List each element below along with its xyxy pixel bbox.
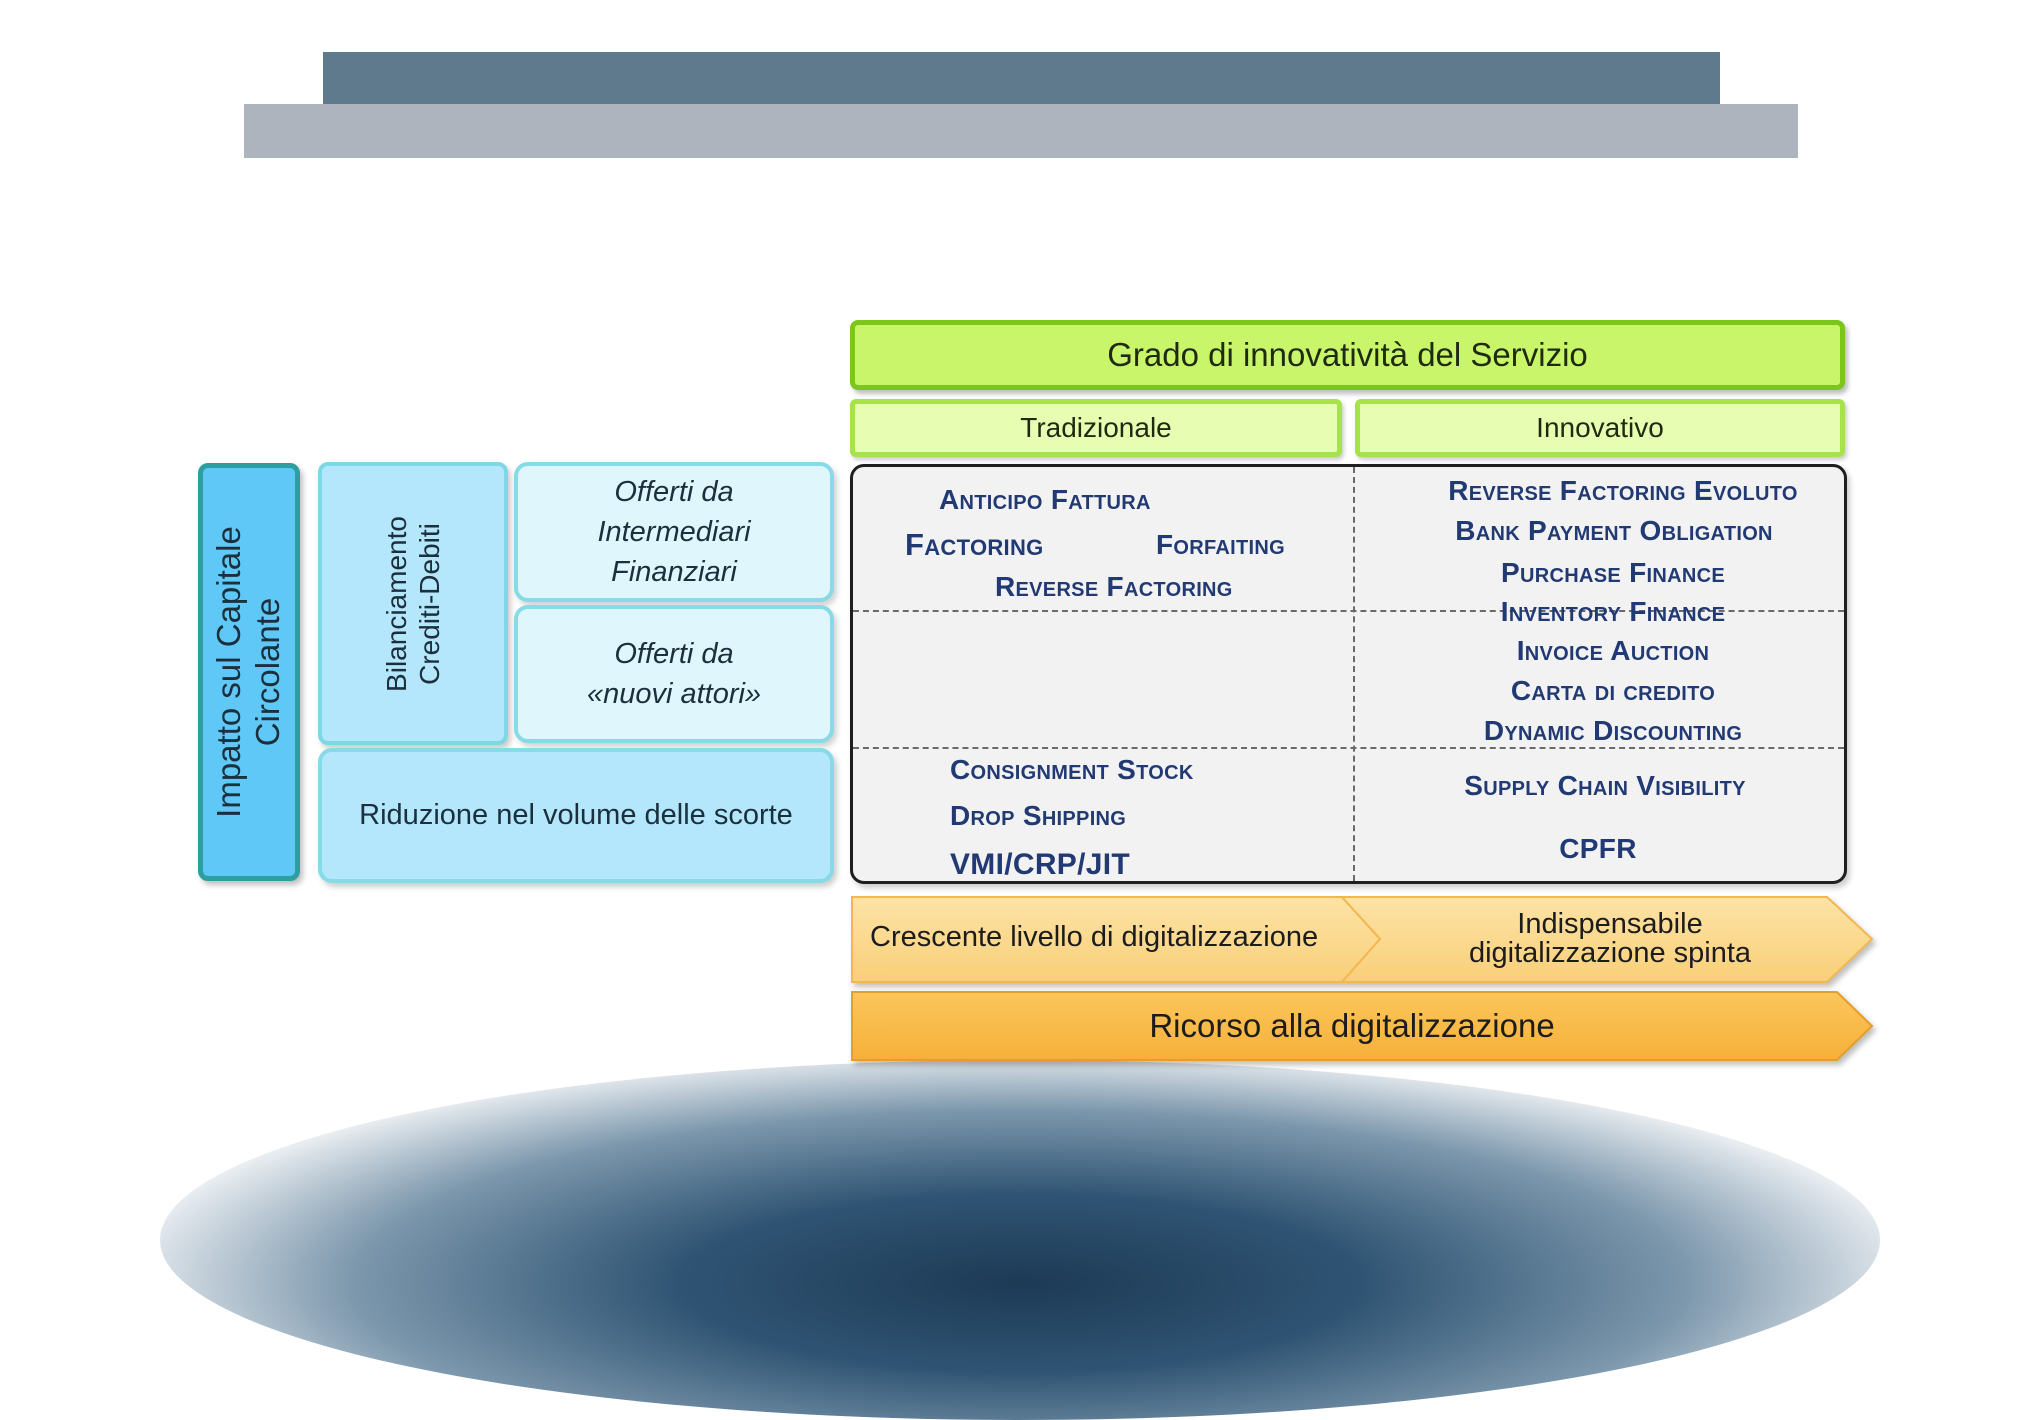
- service-inventory-finance: Inventory Finance: [1500, 596, 1726, 627]
- matrix-column-divider: [1353, 467, 1355, 881]
- service-dynamic-discounting: Dynamic Discounting: [1483, 715, 1743, 746]
- service-factoring: Factoring: [905, 527, 1044, 562]
- service-purchase-finance: Purchase Finance: [1501, 557, 1725, 588]
- credit-debit-balance-block: Bilanciamento Crediti-Debiti: [318, 462, 508, 745]
- balance-line-2: Crediti-Debiti: [414, 522, 445, 685]
- title-bar-top: [323, 52, 1720, 106]
- growing-digitalization-label: Crescente livello di digitalizzazione: [870, 921, 1319, 953]
- impact-line-2: Circolante: [249, 597, 286, 747]
- innovation-degree-title: Grado di innovatività del Servizio: [1107, 336, 1588, 373]
- background-glow: [160, 1060, 1880, 1420]
- digitalization-level-arrow-shape: [851, 896, 1874, 983]
- new-actors-line-1: Offerti da: [614, 637, 734, 670]
- working-capital-impact-block: Impatto sul Capitale Circolante: [198, 463, 300, 881]
- services-matrix: Anticipo Fattura Factoring Forfaiting Re…: [850, 464, 1847, 884]
- indispensable-digitalization-label: Indispensabile digitalizzazione spinta: [1420, 910, 1800, 968]
- service-carta-di-credito: Carta di credito: [1510, 675, 1716, 706]
- service-reverse-factoring: Reverse Factoring: [995, 571, 1233, 602]
- inventory-reduction-label: Riduzione nel volume delle scorte: [359, 799, 793, 831]
- service-consignment-stock: Consignment Stock: [950, 754, 1194, 785]
- digitalization-recourse-arrow-shape: [851, 991, 1874, 1061]
- traditional-column-header: Tradizionale: [850, 399, 1342, 457]
- service-vmi-crp-jit: VMI/CRP/JIT: [950, 848, 1130, 881]
- service-bank-payment-obligation: Bank Payment Obligation: [1455, 515, 1773, 546]
- service-cpfr: CPFR: [1559, 833, 1637, 864]
- inventory-reduction-block: Riduzione nel volume delle scorte: [318, 748, 834, 883]
- working-capital-impact-label: Impatto sul Capitale Circolante: [210, 526, 288, 818]
- intermediaries-line-1: Offerti da: [614, 475, 734, 508]
- service-anticipo-fattura: Anticipo Fattura: [939, 484, 1151, 515]
- service-forfaiting: Forfaiting: [1156, 529, 1285, 560]
- digitalization-level-arrow: Crescente livello di digitalizzazione In…: [851, 896, 1874, 983]
- matrix-row-divider-1: [853, 610, 1844, 612]
- new-actors-block: Offerti da «nuovi attori»: [514, 605, 834, 743]
- service-reverse-factoring-evoluto: Reverse Factoring Evoluto: [1448, 475, 1798, 506]
- digitalization-recourse-arrow: Ricorso alla digitalizzazione: [851, 991, 1874, 1061]
- innovative-label: Innovativo: [1536, 412, 1664, 443]
- innovation-degree-header: Grado di innovatività del Servizio: [850, 320, 1845, 390]
- recourse-digitalization-label: Ricorso alla digitalizzazione: [1149, 1007, 1555, 1044]
- service-invoice-auction: Invoice Auction: [1516, 635, 1710, 666]
- traditional-label: Tradizionale: [1020, 412, 1172, 443]
- service-supply-chain-visibility: Supply Chain Visibility: [1464, 770, 1746, 801]
- intermediaries-line-2: Intermediari: [597, 515, 751, 548]
- service-drop-shipping: Drop Shipping: [950, 800, 1127, 831]
- indispensable-line-2: digitalizzazione spinta: [1468, 937, 1752, 969]
- title-bar-bottom: [244, 104, 1798, 158]
- impact-line-1: Impatto sul Capitale: [210, 526, 248, 818]
- indispensable-line-1: Indispensabile: [1517, 908, 1703, 940]
- intermediaries-line-3: Finanziari: [611, 556, 737, 588]
- credit-debit-balance-label: Bilanciamento Crediti-Debiti: [380, 516, 446, 692]
- matrix-row-divider-2: [853, 747, 1844, 749]
- financial-intermediaries-block: Offerti da Intermediari Finanziari: [514, 462, 834, 602]
- new-actors-line-2: «nuovi attori»: [586, 678, 762, 710]
- innovative-column-header: Innovativo: [1355, 399, 1845, 457]
- balance-line-1: Bilanciamento: [380, 515, 412, 692]
